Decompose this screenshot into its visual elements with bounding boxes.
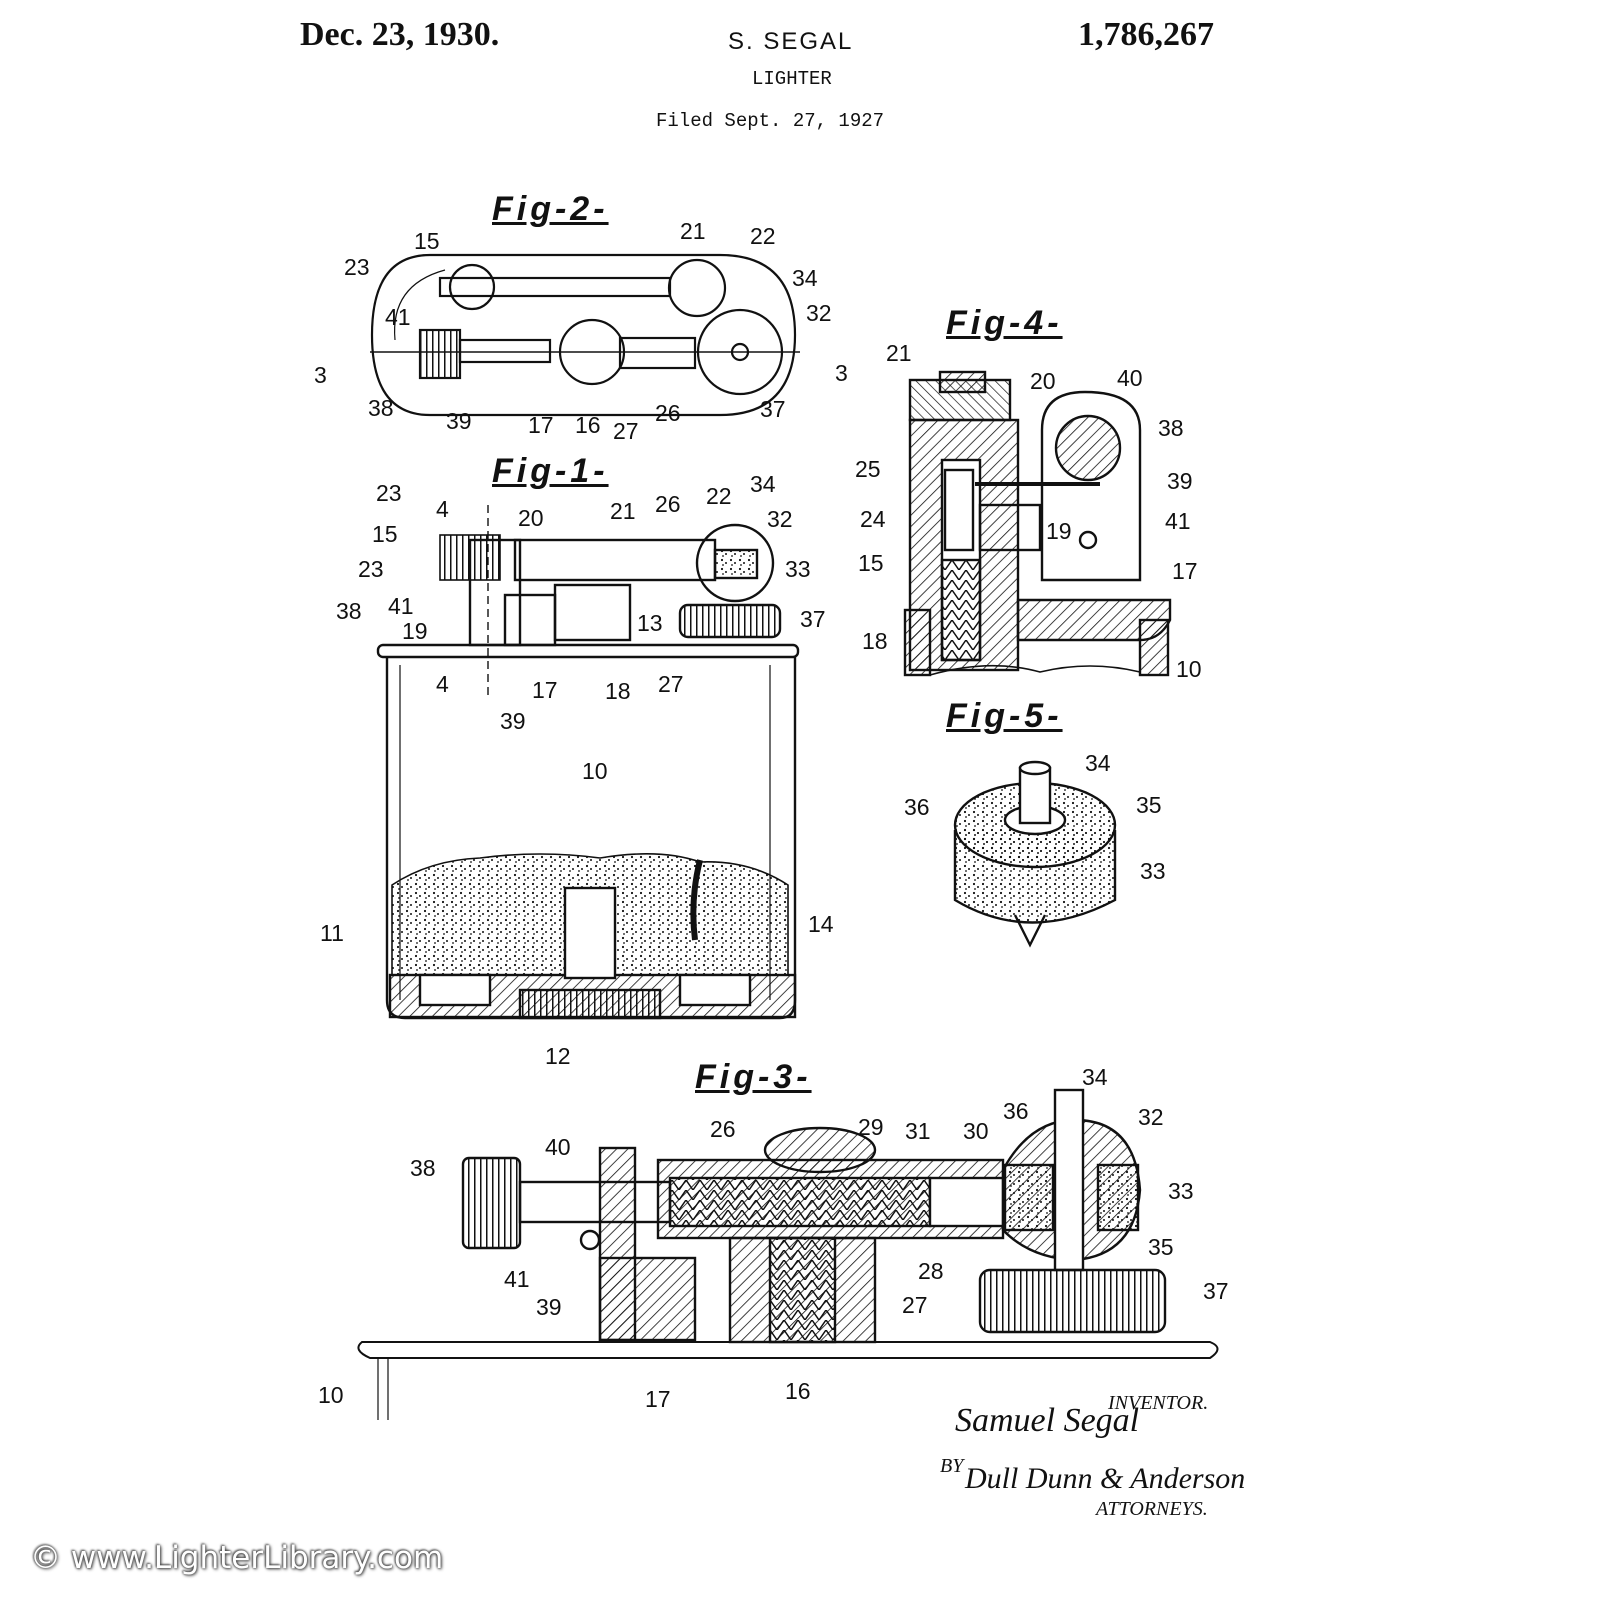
fig3-ref-label: 28 bbox=[918, 1258, 944, 1284]
fig2-ref-label: 39 bbox=[446, 408, 472, 434]
fig2-ref-label: 16 bbox=[575, 412, 601, 438]
fig4-ref-label: 18 bbox=[862, 628, 888, 654]
fig3-title: Fig-3- bbox=[695, 1058, 812, 1096]
fig1-title: Fig-1- bbox=[492, 452, 609, 490]
fig2-ref-label: 21 bbox=[680, 218, 706, 244]
fig3-ref-label: 31 bbox=[905, 1118, 931, 1144]
fig1-ref-label: 38 bbox=[336, 598, 362, 624]
fig5-ref-label: 33 bbox=[1140, 858, 1166, 884]
fig2-ref-label: 38 bbox=[368, 395, 394, 421]
fig1-ref-label: 27 bbox=[658, 671, 684, 697]
fig4-ref-label: 20 bbox=[1030, 368, 1056, 394]
fig1-ref-label: 39 bbox=[500, 708, 526, 734]
fig3-ref-label: 17 bbox=[645, 1386, 671, 1412]
inventor-signature: Samuel Segal bbox=[955, 1402, 1140, 1439]
fig3-ref-label: 10 bbox=[318, 1382, 344, 1408]
patent-title: LIGHTER bbox=[752, 68, 832, 90]
fig2-ref-label: 22 bbox=[750, 223, 776, 249]
fig2-title: Fig-2- bbox=[492, 190, 609, 228]
fig3-ref-label: 40 bbox=[545, 1134, 571, 1160]
fig1-ref-label: 18 bbox=[605, 678, 631, 704]
fig1-ref-label: 20 bbox=[518, 505, 544, 531]
fig4-ref-label: 25 bbox=[855, 456, 881, 482]
fig4-ref-label: 19 bbox=[1046, 518, 1072, 544]
fig1-ref-label: 4 bbox=[436, 671, 449, 697]
fig3-ref-label: 29 bbox=[858, 1114, 884, 1140]
fig2-ref-label: 3 bbox=[835, 360, 848, 386]
fig2-ref-label: 23 bbox=[344, 254, 370, 280]
by-label: BY bbox=[940, 1455, 964, 1477]
fig1-ref-label: 21 bbox=[610, 498, 636, 524]
patent-number: 1,786,267 bbox=[1078, 16, 1214, 53]
fig1-ref-label: 32 bbox=[767, 506, 793, 532]
fig2-ref-label: 32 bbox=[806, 300, 832, 326]
fig4-drawing bbox=[903, 370, 1172, 677]
fig3-ref-label: 35 bbox=[1148, 1234, 1174, 1260]
fig2-ref-label: 3 bbox=[314, 362, 327, 388]
fig2-ref-label: 26 bbox=[655, 400, 681, 426]
fig1-ref-label: 22 bbox=[706, 483, 732, 509]
fig3-ref-label: 30 bbox=[963, 1118, 989, 1144]
watermark: © www.LighterLibrary.com bbox=[30, 1540, 444, 1576]
fig3-ref-label: 41 bbox=[504, 1266, 530, 1292]
fig2-ref-label: 41 bbox=[385, 304, 411, 330]
fig5-ref-label: 36 bbox=[904, 794, 930, 820]
fig3-ref-label: 39 bbox=[536, 1294, 562, 1320]
fig3-ref-label: 34 bbox=[1082, 1064, 1108, 1090]
fig1-ref-label: 10 bbox=[582, 758, 608, 784]
fig4-ref-label: 15 bbox=[858, 550, 884, 576]
fig4-ref-label: 10 bbox=[1176, 656, 1202, 682]
patent-date: Dec. 23, 1930. bbox=[300, 16, 500, 53]
fig1-drawing bbox=[376, 505, 800, 1020]
fig1-ref-label: 15 bbox=[372, 521, 398, 547]
fig3-ref-label: 16 bbox=[785, 1378, 811, 1404]
fig4-ref-label: 24 bbox=[860, 506, 886, 532]
fig3-ref-label: 32 bbox=[1138, 1104, 1164, 1130]
fig4-ref-label: 39 bbox=[1167, 468, 1193, 494]
fig1-ref-label: 14 bbox=[808, 911, 834, 937]
fig1-ref-label: 13 bbox=[637, 610, 663, 636]
fig3-ref-label: 27 bbox=[902, 1292, 928, 1318]
fig2-ref-label: 34 bbox=[792, 265, 818, 291]
fig3-ref-label: 38 bbox=[410, 1155, 436, 1181]
fig3-drawing bbox=[357, 1088, 1219, 1420]
fig4-ref-label: 41 bbox=[1165, 508, 1191, 534]
fig4-ref-label: 40 bbox=[1117, 365, 1143, 391]
fig1-ref-label: 19 bbox=[402, 618, 428, 644]
fig5-title: Fig-5- bbox=[946, 697, 1063, 735]
fig1-ref-label: 41 bbox=[388, 593, 414, 619]
fig1-ref-label: 23 bbox=[376, 480, 402, 506]
fig4-ref-label: 38 bbox=[1158, 415, 1184, 441]
filed-date: Filed Sept. 27, 1927 bbox=[656, 110, 885, 132]
fig2-ref-label: 27 bbox=[613, 418, 639, 444]
fig3-ref-label: 37 bbox=[1203, 1278, 1229, 1304]
fig5-ref-label: 35 bbox=[1136, 792, 1162, 818]
fig1-ref-label: 33 bbox=[785, 556, 811, 582]
fig5-drawing bbox=[953, 760, 1117, 948]
attorneys-signature: Dull Dunn & Anderson bbox=[965, 1462, 1246, 1495]
fig4-title: Fig-4- bbox=[946, 304, 1063, 342]
fig3-ref-label: 33 bbox=[1168, 1178, 1194, 1204]
fig2-ref-label: 17 bbox=[528, 412, 554, 438]
fig2-ref-label: 37 bbox=[760, 396, 786, 422]
fig1-ref-label: 4 bbox=[436, 496, 449, 522]
inventor-label: INVENTOR. bbox=[1108, 1392, 1209, 1414]
fig3-ref-label: 36 bbox=[1003, 1098, 1029, 1124]
fig1-ref-label: 17 bbox=[532, 677, 558, 703]
fig1-ref-label: 11 bbox=[320, 920, 344, 946]
fig4-ref-label: 21 bbox=[886, 340, 912, 366]
fig2-ref-label: 15 bbox=[414, 228, 440, 254]
fig1-ref-label: 37 bbox=[800, 606, 826, 632]
fig3-ref-label: 26 bbox=[710, 1116, 736, 1142]
fig1-ref-label: 26 bbox=[655, 491, 681, 517]
fig1-ref-label: 12 bbox=[545, 1043, 571, 1069]
inventor-name: S. SEGAL bbox=[728, 28, 854, 55]
fig1-ref-label: 34 bbox=[750, 471, 776, 497]
attorneys-label: ATTORNEYS. bbox=[1096, 1498, 1208, 1520]
fig2-drawing bbox=[370, 253, 800, 417]
fig5-ref-label: 34 bbox=[1085, 750, 1111, 776]
fig1-ref-label: 23 bbox=[358, 556, 384, 582]
fig4-ref-label: 17 bbox=[1172, 558, 1198, 584]
